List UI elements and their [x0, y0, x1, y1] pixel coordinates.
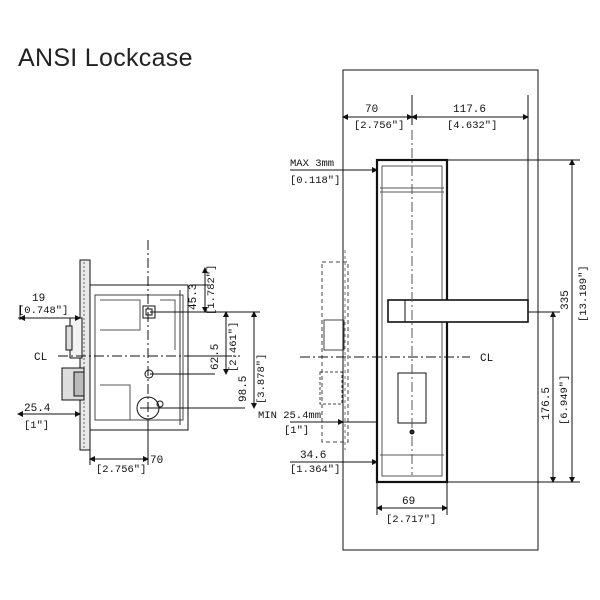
- front-max-thickness-in: [0.118"]: [290, 175, 340, 187]
- side-case-body: [89, 284, 189, 431]
- front-top-left-mm: 70: [365, 104, 378, 116]
- front-plate-width-mm: 69: [402, 496, 415, 508]
- front-centerline-label: CL: [480, 353, 493, 365]
- side-mid-hole-mm: 62.5: [210, 344, 222, 370]
- front-max-thickness-mm: MAX 3mm: [290, 158, 334, 170]
- front-top-right-in: [4.632"]: [447, 120, 497, 132]
- front-top-left-in: [2.756"]: [354, 120, 404, 132]
- front-height-mm: 335: [560, 290, 572, 310]
- side-face-mm: 19: [32, 293, 45, 305]
- side-low-hole-in: [3.878"]: [256, 354, 268, 404]
- side-top-hole-in: [1.782"]: [206, 265, 218, 315]
- side-backset-mm: 70: [150, 455, 163, 467]
- side-step-mm: 25.4: [24, 403, 51, 415]
- side-view: [17, 240, 260, 465]
- side-face-in: [0.748"]: [18, 305, 68, 317]
- front-plate-width-in: [2.717"]: [386, 514, 436, 526]
- front-top-right-mm: 117.6: [453, 104, 486, 116]
- front-view: [290, 69, 580, 551]
- side-mid-hole-in: [2.461"]: [228, 322, 240, 372]
- diagram-title: ANSI Lockcase: [18, 44, 193, 72]
- side-top-hole-mm: 45.3: [188, 284, 200, 310]
- front-min-thickness-mm: MIN 25.4mm: [258, 410, 321, 422]
- handle-lever: [387, 299, 529, 323]
- keyhole-window: [397, 372, 427, 424]
- door-outline: [342, 69, 539, 551]
- front-lower-offset-in: [1.364"]: [290, 464, 340, 476]
- front-lower-height-in: [6.949"]: [559, 375, 571, 425]
- hidden-lockcase: [321, 261, 349, 443]
- side-backset-in: [2.756"]: [96, 464, 146, 476]
- side-low-hole-mm: 98.5: [238, 376, 250, 402]
- front-lower-height-mm: 176.5: [541, 387, 553, 420]
- front-lower-offset-mm: 34.6: [300, 450, 326, 462]
- side-step-in: [1"]: [24, 420, 49, 432]
- side-centerline-label: CL: [34, 352, 47, 364]
- front-height-in: [13.189"]: [578, 265, 590, 322]
- front-min-thickness-in: [1"]: [284, 425, 309, 437]
